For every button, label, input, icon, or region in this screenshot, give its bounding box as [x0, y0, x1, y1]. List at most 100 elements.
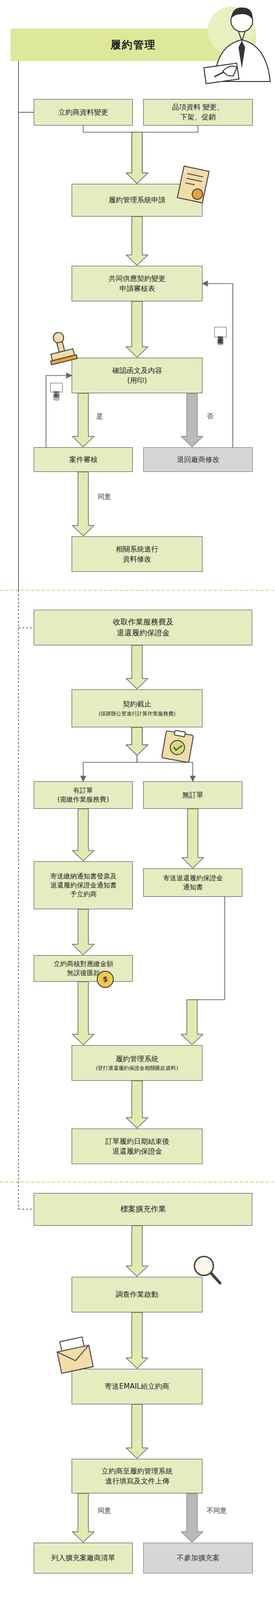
process-box: 立約商核對應繳金額 無誤後匯款	[33, 955, 133, 983]
connector-line	[83, 125, 138, 133]
box-text: 立約商至履約管理系統 進行填寫及文件上傳	[99, 1467, 175, 1487]
block-arrow	[126, 1405, 148, 1460]
flow-connector	[72, 472, 95, 537]
rejected-box: 退回廠商修改	[143, 447, 253, 473]
block-arrow	[181, 393, 203, 448]
edge-label: 不同意	[206, 1507, 227, 1517]
flow-connector	[126, 727, 193, 782]
flow-connector	[126, 1081, 148, 1129]
box-subtext: (採購辦公室進行計算作業服務費)	[98, 710, 176, 718]
connector-line	[83, 756, 138, 782]
edge-label: 同意	[97, 493, 111, 502]
edge-label: 否	[206, 412, 214, 422]
block-arrow	[126, 727, 148, 756]
magnifier-lens	[194, 1257, 214, 1277]
title-text: 履約管理	[110, 37, 156, 53]
process-box: 履約管理系統(登打退還履約保證金相關匯款資料)	[71, 1045, 203, 1082]
process-box: 寄送退還履約保證金 通知書	[143, 869, 243, 898]
process-box: 確認函文及內容 (用印)	[71, 357, 203, 394]
stamp-neck	[56, 341, 65, 353]
spine-branch	[18, 1209, 34, 1211]
box-subtext: (登打退還履約保證金相關匯款資料)	[95, 1065, 179, 1073]
block-arrow	[72, 982, 95, 1046]
pen	[214, 72, 224, 77]
box-text: 履約管理系統申請	[108, 195, 166, 206]
flow-connector	[126, 301, 148, 358]
connector-line	[137, 756, 193, 782]
box-text: 寄送退還履約保證金 通知書	[161, 874, 225, 893]
box-text: 收取作業服務費及 退還履約保證金	[110, 617, 176, 639]
document-line	[187, 173, 203, 177]
edge-label: 同意	[97, 1507, 111, 1517]
box-text: 退回廠商修改	[176, 455, 220, 466]
process-box: 契約截止(採購辦公室進行計算作業服務費)	[71, 689, 203, 728]
box-text: 寄送繳納通知書發票及 退還履約保證金通知書 予立約商	[48, 872, 119, 900]
section-header: 標案擴充作業	[33, 1193, 253, 1227]
stamp-knob	[52, 331, 65, 345]
process-box: 寄送繳納通知書發票及 退還履約保證金通知書 予立約商	[33, 861, 133, 910]
box-text: 履約管理系統	[115, 1054, 159, 1065]
clipboard-icon	[161, 729, 194, 763]
section-separator	[0, 590, 275, 592]
block-arrow	[126, 727, 148, 756]
box-text: 契約截止	[122, 699, 152, 710]
flow-connector	[126, 645, 148, 690]
flow-connector	[126, 216, 148, 266]
check-mark	[173, 744, 183, 752]
box-text: 品項資料 變更、下架、促銷	[167, 102, 229, 122]
flow-connector	[72, 909, 95, 956]
section-header: 收取作業服務費及 退還履約保證金	[33, 610, 253, 646]
envelope-icon	[55, 1337, 93, 1375]
spine-line	[18, 61, 19, 591]
edge-label: 不同意	[50, 383, 63, 393]
flow-connector	[72, 1494, 95, 1544]
process-box: 有訂單 (需繳作業服務費)	[33, 781, 133, 810]
block-arrow	[126, 301, 148, 358]
process-box: 無訂單	[143, 781, 243, 810]
flow-connector	[45, 375, 72, 449]
section-separator	[0, 1182, 275, 1184]
edge-label: 重新送審	[214, 327, 227, 338]
flow-connector	[72, 393, 95, 448]
block-arrow	[126, 132, 148, 184]
flow-connector	[72, 982, 95, 1046]
box-text: 無訂單	[182, 790, 204, 801]
currency-symbol: $	[100, 974, 111, 986]
block-arrow	[126, 216, 148, 266]
block-arrow	[72, 1494, 95, 1544]
process-box: 品項資料 變更、下架、促銷	[143, 99, 253, 126]
box-text: 立約商資料變更	[58, 107, 109, 118]
block-arrow	[126, 1313, 148, 1370]
process-box: 列入擴充案廠商清單	[33, 1543, 133, 1575]
letter-sheet	[59, 1338, 86, 1360]
flow-connector	[126, 1226, 148, 1278]
hand	[222, 65, 238, 76]
box-text: 案件審核	[69, 455, 98, 466]
flow-connector	[181, 393, 203, 448]
process-box: 案件審核	[33, 447, 133, 473]
box-text: 列入擴充案廠商清單	[51, 1554, 116, 1565]
block-arrow	[181, 1000, 203, 1046]
connector-line	[45, 375, 72, 449]
process-box: 相關系統進行 資料修改	[71, 536, 203, 573]
envelope-flap	[57, 1346, 92, 1366]
flow-connector	[181, 1494, 203, 1544]
flow-connector	[83, 727, 149, 782]
process-box: 立約商資料變更	[33, 99, 133, 126]
stamp-body	[50, 348, 75, 361]
block-arrow	[126, 132, 148, 184]
box-text: 標案擴充作業	[120, 1204, 166, 1216]
block-arrow	[72, 809, 95, 862]
block-arrow	[126, 1226, 148, 1278]
document-line	[186, 178, 202, 182]
hair	[230, 7, 253, 20]
process-box: 立約商至履約管理系統 進行填寫及文件上傳	[71, 1459, 203, 1495]
spine-branch	[18, 111, 34, 113]
spine-branch	[18, 627, 34, 629]
paper	[203, 63, 239, 84]
block-arrow	[126, 645, 148, 690]
clipboard-board	[161, 731, 194, 763]
process-box: 調查作業啟動	[71, 1277, 203, 1314]
block-arrow	[181, 1494, 203, 1544]
block-arrow	[72, 393, 95, 448]
